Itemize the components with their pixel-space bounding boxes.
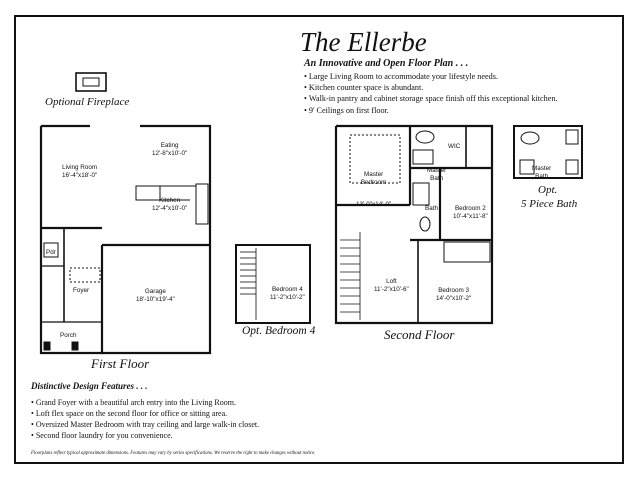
room-name: Loft bbox=[386, 278, 397, 285]
room-dims: 13'-0"x14'-0" bbox=[356, 201, 392, 208]
room-bedroom4: Bedroom 4 11'-2"x10'-2" bbox=[270, 286, 305, 301]
room-dims: 12'-4"x10'-0" bbox=[152, 204, 188, 212]
room-name: Bedroom 3 bbox=[438, 287, 470, 294]
room-bedroom3: Bedroom 3 14'-0"x10'-2" bbox=[436, 287, 471, 302]
room-dims: 11'-2"x10'-2" bbox=[270, 293, 305, 301]
room-master-bath: Master Bath bbox=[427, 152, 446, 197]
opt-bedroom4-walls bbox=[235, 244, 311, 324]
room-dims: 16'-4"x18'-0" bbox=[62, 171, 98, 179]
room-master-bedroom: Master Bedroom 13'-0"x14'-0" bbox=[356, 156, 391, 224]
design-features-heading: Distinctive Design Features . . . bbox=[31, 381, 148, 391]
caption-second-floor: Second Floor bbox=[384, 327, 455, 342]
caption-opt-bedroom4: Opt. Bedroom 4 bbox=[242, 325, 316, 337]
room-name: Pdr bbox=[46, 249, 56, 256]
room-name: Master Bath bbox=[427, 167, 447, 182]
room-foyer: Foyer bbox=[73, 287, 89, 295]
first-floor-walls bbox=[39, 72, 212, 355]
room-name: Master Bedroom bbox=[360, 171, 387, 186]
room-kitchen: Kitchen 12'-4"x10'-0" bbox=[152, 197, 187, 212]
room-eating: Eating 12'-8"x10'-0" bbox=[152, 142, 187, 157]
plan-feature-list: Large Living Room to accommodate your li… bbox=[304, 71, 558, 116]
design-feature-item: Second floor laundry for you convenience… bbox=[31, 430, 259, 441]
room-dims: 12'-8"x10'-0" bbox=[152, 149, 188, 157]
design-feature-item: Loft flex space on the second floor for … bbox=[31, 408, 259, 419]
plan-feature-item: Kitchen counter space is abundant. bbox=[304, 82, 558, 93]
design-feature-list: Grand Foyer with a beautiful arch entry … bbox=[31, 397, 259, 441]
room-pdr: Pdr bbox=[46, 249, 56, 257]
room-dims: 14'-0"x10'-2" bbox=[436, 294, 472, 302]
plan-title: The Ellerbe bbox=[300, 27, 427, 57]
opt-5piece-bath-walls bbox=[513, 125, 583, 179]
caption-opt-line1: Opt. bbox=[538, 184, 558, 196]
room-wic: WIC bbox=[448, 143, 460, 151]
caption-5piece-bath: 5 Piece Bath bbox=[521, 198, 578, 210]
room-name: Master Bath bbox=[532, 165, 552, 180]
room-name: Garage bbox=[144, 288, 166, 295]
room-living: Living Room 16'-4"x18'-0" bbox=[62, 164, 97, 179]
caption-first-floor: First Floor bbox=[91, 356, 150, 371]
room-dims: 11'-2"x10'-6" bbox=[374, 285, 409, 293]
plan-feature-item: 9' Ceilings on first floor. bbox=[304, 105, 558, 116]
room-name: Bedroom 4 bbox=[271, 286, 303, 293]
plan-feature-item: Large Living Room to accommodate your li… bbox=[304, 71, 558, 82]
room-dims: 10'-4"x11'-8" bbox=[453, 212, 488, 220]
room-name: Bedroom 2 bbox=[454, 205, 486, 212]
room-name: WIC bbox=[448, 143, 461, 150]
design-feature-item: Grand Foyer with a beautiful arch entry … bbox=[31, 397, 259, 408]
room-name: Kitchen bbox=[159, 197, 181, 204]
plan-subtitle: An Innovative and Open Floor Plan . . . bbox=[304, 58, 469, 69]
room-garage: Garage 18'-10"x19'-4" bbox=[136, 288, 175, 303]
room-bedroom2: Bedroom 2 10'-4"x11'-8" bbox=[453, 205, 488, 220]
caption-optional-fireplace: Optional Fireplace bbox=[45, 96, 130, 108]
second-floor-walls bbox=[334, 124, 494, 325]
disclaimer-text: Floorplans reflect typical approximate d… bbox=[31, 451, 316, 456]
first-floor-fixtures bbox=[43, 124, 209, 351]
room-bath: Bath bbox=[425, 205, 438, 213]
plan-feature-item: Walk-in pantry and cabinet storage space… bbox=[304, 93, 558, 104]
room-name: Living Room bbox=[62, 164, 98, 171]
room-name: Eating bbox=[160, 142, 179, 149]
room-name: Foyer bbox=[73, 287, 90, 294]
room-porch: Porch bbox=[60, 332, 76, 340]
design-feature-item: Oversized Master Bedroom with tray ceili… bbox=[31, 419, 259, 430]
room-dims: 18'-10"x19'-4" bbox=[136, 295, 175, 303]
room-opt-master-bath: Master Bath bbox=[532, 150, 551, 195]
page-border bbox=[14, 15, 624, 464]
room-name: Porch bbox=[60, 332, 77, 339]
second-floor-fixtures bbox=[340, 130, 491, 320]
room-name: Bath bbox=[425, 205, 438, 212]
room-loft: Loft 11'-2"x10'-6" bbox=[374, 278, 409, 293]
